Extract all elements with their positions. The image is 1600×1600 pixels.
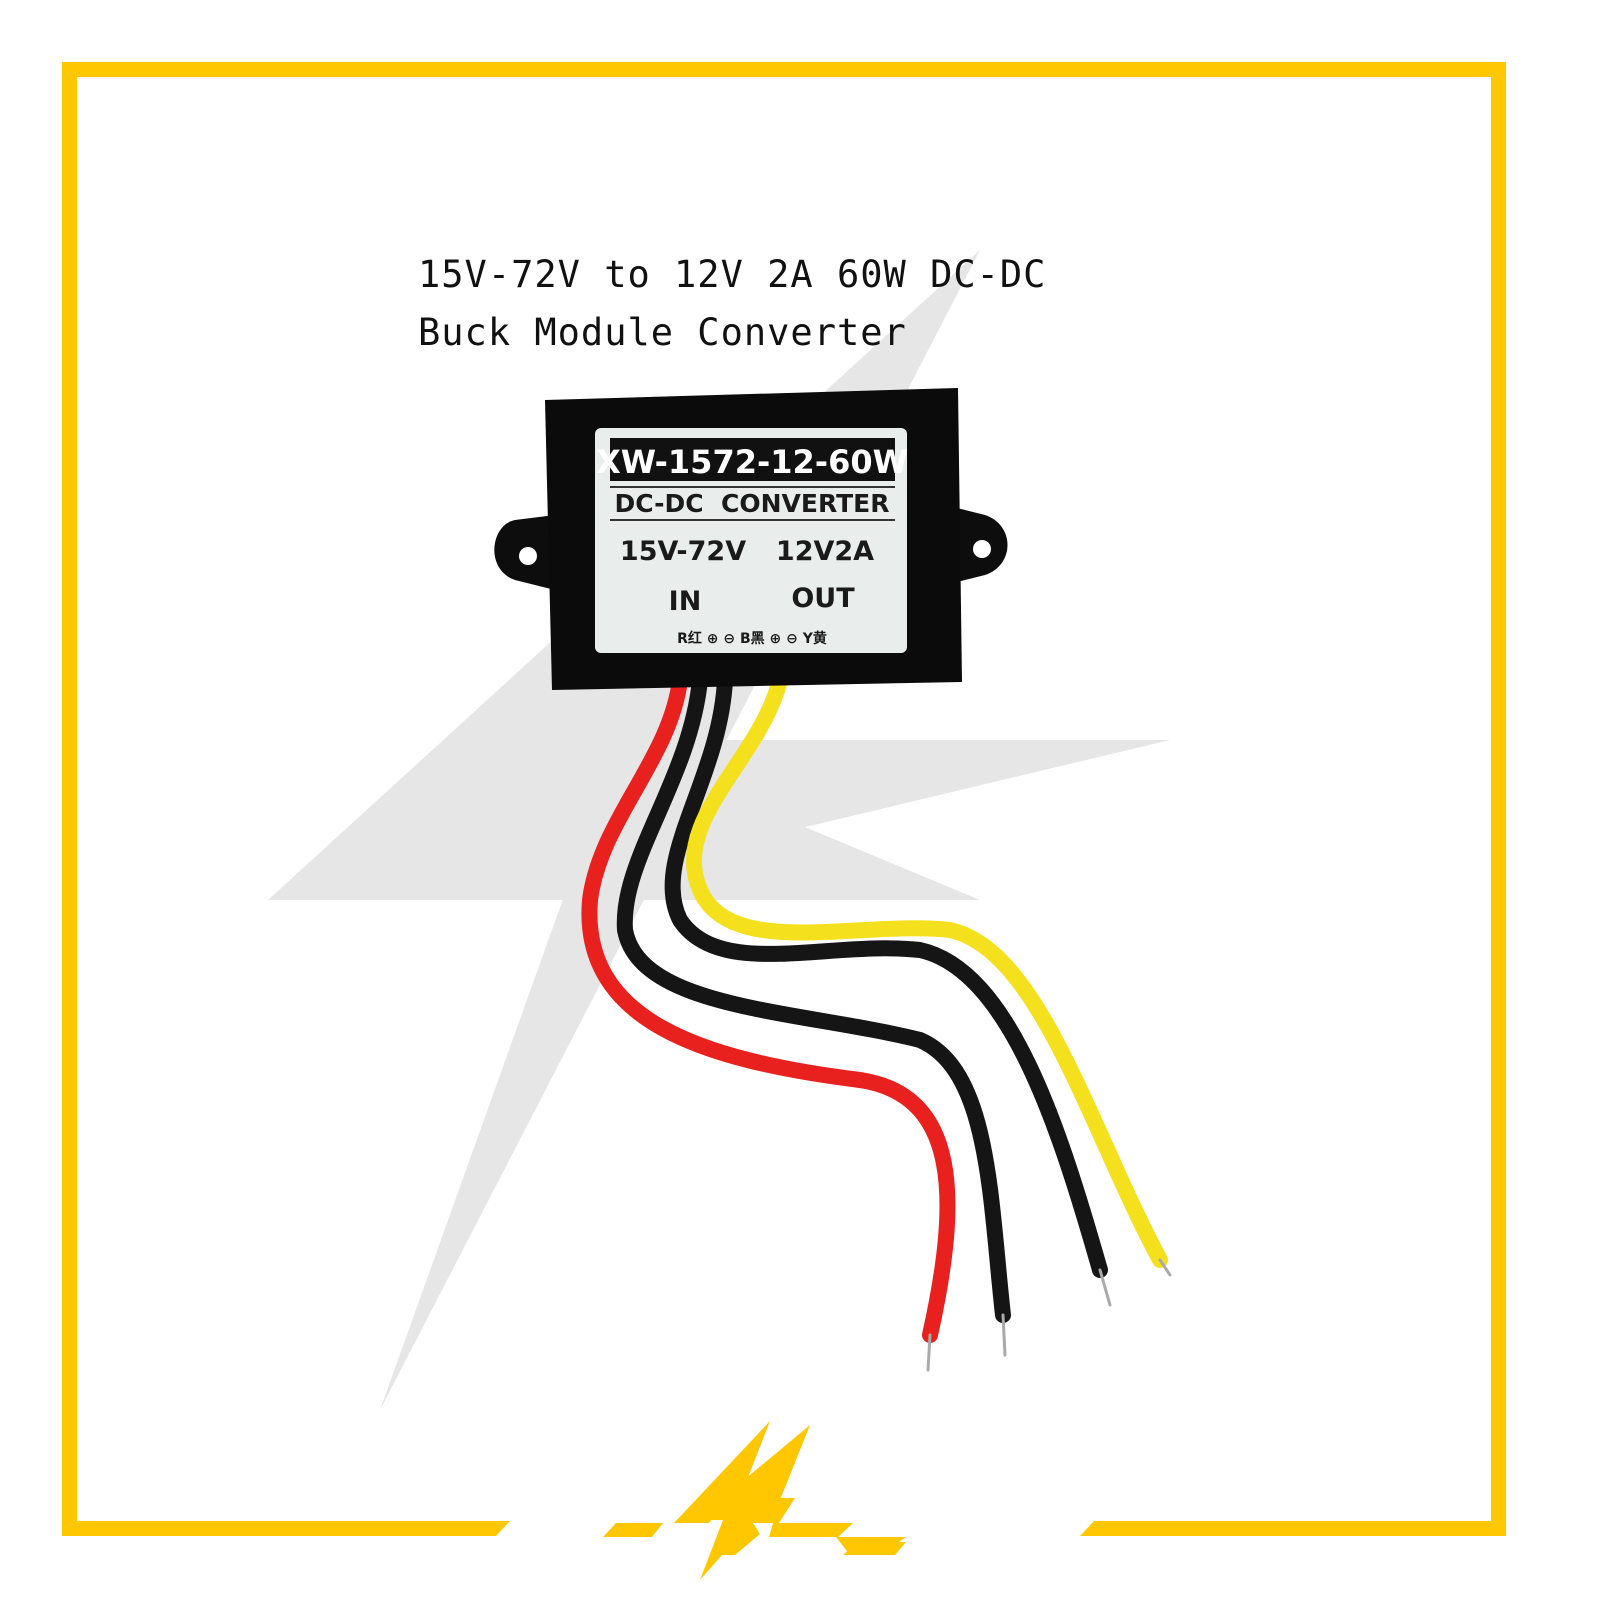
title-line-2: Buck Module Converter xyxy=(418,311,907,354)
input-range-label: 15V-72V xyxy=(620,536,746,567)
wires xyxy=(581,672,1172,1372)
wire-black-1 xyxy=(616,672,1011,1323)
title-line-1: 15V-72V to 12V 2A 60W DC-DC xyxy=(418,253,1047,296)
output-rating-label: 12V2A xyxy=(776,536,874,567)
out-label: OUT xyxy=(791,583,855,614)
wire-yellow xyxy=(686,672,1168,1268)
model-label: XW-1572-12-60W xyxy=(596,443,908,481)
wire-black-2 xyxy=(664,672,1108,1278)
product-title: 15V-72V to 12V 2A 60W DC-DC Buck Module … xyxy=(418,246,1046,362)
brand-logo-icon xyxy=(603,1421,906,1580)
in-label: IN xyxy=(669,586,702,617)
converter-module: XW-1572-12-60W DC-DC CONVERTER 15V-72V 1… xyxy=(494,388,1008,690)
wire-red xyxy=(581,672,956,1343)
type-label: DC-DC CONVERTER xyxy=(614,489,889,518)
frame-border xyxy=(62,62,1506,1536)
wire-legend: R红 ⊕ ⊖ B黑 ⊕ ⊖ Y黄 xyxy=(677,630,827,647)
